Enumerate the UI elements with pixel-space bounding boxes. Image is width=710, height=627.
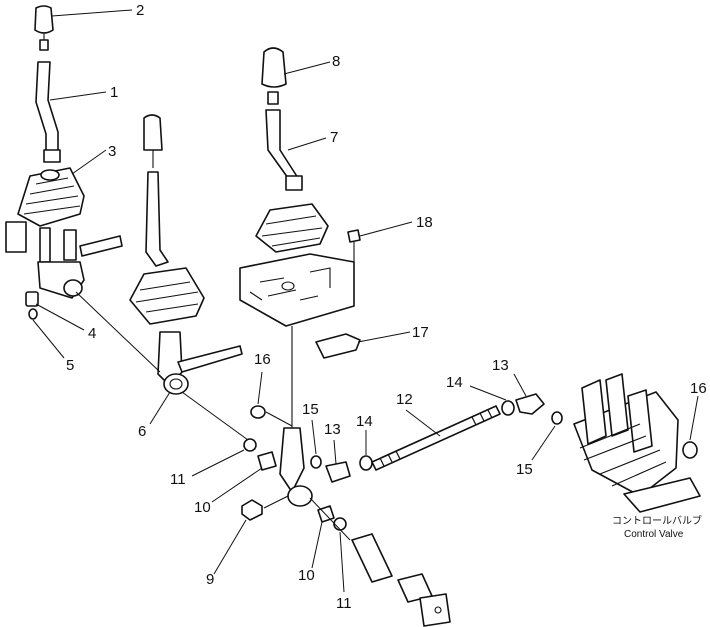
rod-link	[279, 427, 305, 493]
center-lever-assembly	[129, 114, 243, 395]
leader-lines	[32, 9, 699, 593]
lower-rod	[351, 533, 393, 583]
center-boot	[129, 267, 205, 325]
washer-part-15-left	[310, 455, 322, 469]
callout-15-right: 15	[516, 461, 533, 478]
right-lever-assembly	[239, 47, 451, 627]
bracket-part-17	[315, 333, 361, 359]
fitting-part-9	[241, 499, 263, 521]
mounting-plate	[239, 253, 355, 327]
callout-5: 5	[66, 357, 74, 374]
washer-part-15-right	[551, 411, 563, 425]
left-lever-assembly	[5, 5, 123, 320]
callout-3: 3	[108, 143, 116, 160]
right-boot	[255, 203, 329, 253]
washer-part-11-upper	[243, 438, 257, 452]
connection-lines	[75, 291, 351, 541]
nut-part-16-left	[250, 405, 266, 419]
knob-part-8	[261, 47, 287, 88]
callout-14-left: 14	[356, 413, 373, 430]
callout-6: 6	[138, 423, 146, 440]
callout-18: 18	[416, 214, 433, 231]
callout-12: 12	[396, 391, 413, 408]
callout-10-upper: 10	[194, 499, 211, 516]
callout-1: 1	[110, 84, 118, 101]
fitting-part-4	[25, 291, 39, 307]
nut-part-14-left	[359, 455, 373, 471]
bolt-part-18	[347, 229, 361, 243]
rod-end-part-13-right	[515, 393, 545, 415]
callout-7: 7	[330, 129, 338, 146]
knob-part-2	[34, 5, 54, 34]
callout-16-left: 16	[254, 351, 271, 368]
callout-16-right: 16	[690, 380, 707, 397]
lever-part-1	[35, 61, 59, 159]
control-valve: コントロールバルブ Control Valve	[573, 373, 702, 540]
control-valve-label-en: Control Valve	[624, 529, 684, 540]
bushing-part-10-upper	[257, 451, 277, 471]
nut-part-14-right	[501, 400, 515, 416]
callout-4: 4	[88, 325, 96, 342]
callout-17: 17	[412, 324, 429, 341]
nut-part-16-right	[682, 441, 698, 459]
callout-14-right: 14	[446, 374, 463, 391]
boot-part-3	[17, 167, 85, 227]
callout-9: 9	[206, 571, 214, 588]
control-valve-label-jp: コントロールバルブ	[612, 514, 702, 527]
callout-11-upper: 11	[170, 471, 186, 488]
callout-2: 2	[136, 2, 144, 19]
washer-part-11-lower	[333, 517, 347, 531]
rod-end-part-13-left	[325, 461, 351, 483]
callout-numbers: 2 1 3 4 5 6 8 7 18 17 16 11 10 9 10 11 1…	[66, 2, 707, 612]
small-parts	[241, 393, 698, 531]
callout-10-lower: 10	[298, 567, 315, 584]
rod-part-12	[371, 405, 501, 471]
callout-15-left: 15	[302, 401, 319, 418]
nut-part-5	[28, 308, 38, 320]
callout-11-lower: 11	[336, 595, 352, 612]
callout-8: 8	[332, 53, 340, 70]
callout-13-right: 13	[492, 357, 509, 374]
callout-13-left: 13	[324, 421, 341, 438]
